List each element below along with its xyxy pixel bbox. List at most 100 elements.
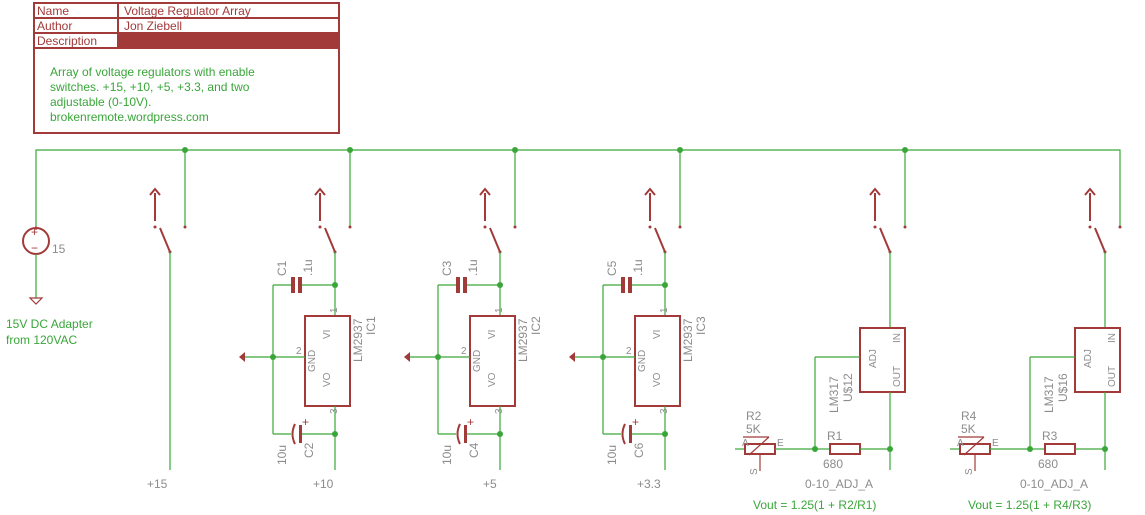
capacitor-value: .1u xyxy=(466,259,480,276)
formula-note: Vout = 1.25(1 + R4/R3) xyxy=(968,498,1091,512)
switch-contact xyxy=(1118,225,1122,229)
enable-switch-lever xyxy=(879,227,891,253)
capacitor-plus: + xyxy=(632,415,639,429)
pin-number: 3 xyxy=(659,408,670,414)
resistor-value: 680 xyxy=(823,457,843,471)
regulator-value: LM2937 xyxy=(351,318,365,362)
potentiometer-arrow xyxy=(748,436,770,456)
source-note: from 120VAC xyxy=(6,333,77,347)
capacitor-value: .1u xyxy=(631,259,645,276)
capacitor-plate xyxy=(456,277,460,293)
regulator-name: IC1 xyxy=(364,316,378,335)
dc-source: + − 15 15V DC Adapter from 120VAC xyxy=(6,225,93,347)
enable-switch-arrow xyxy=(314,187,326,196)
pin-label-e: E xyxy=(777,438,784,449)
rail-label: 0-10_ADJ_A xyxy=(1020,477,1088,491)
switch-contact xyxy=(483,225,487,229)
potentiometer-value: 5K xyxy=(961,422,976,436)
regulator-body xyxy=(859,327,906,393)
pin-label-gnd: GND xyxy=(307,350,318,372)
supply-rail xyxy=(35,147,1121,227)
pin-number: 3 xyxy=(494,408,505,414)
pin-label-s: S xyxy=(964,468,975,475)
regulator-value: LM2937 xyxy=(516,318,530,362)
regulator-name: U$12 xyxy=(841,373,855,402)
pin-number: 3 xyxy=(329,408,340,414)
enable-switch-arrow xyxy=(1084,187,1096,196)
enable-switch-arrow xyxy=(869,187,881,196)
pin-label-a: A xyxy=(957,438,964,449)
switch-contact xyxy=(348,225,352,229)
capacitor-plate xyxy=(621,277,625,293)
regulator-name: IC3 xyxy=(694,316,708,335)
resistor-name: R3 xyxy=(1042,429,1058,443)
pin-number: 1 xyxy=(329,307,340,313)
switch-contact xyxy=(903,225,907,229)
ground-symbol xyxy=(28,297,44,305)
ground-symbol xyxy=(569,352,575,362)
pin-number: 2 xyxy=(296,346,302,357)
pin-label-adj: ADJ xyxy=(1083,349,1094,368)
capacitor-value: 10u xyxy=(605,445,619,465)
switch-contact xyxy=(648,225,652,229)
capacitor-name: C4 xyxy=(467,442,481,458)
regulator-body xyxy=(1074,327,1121,393)
potentiometer-name: R4 xyxy=(961,409,977,423)
capacitor-value: 10u xyxy=(440,445,454,465)
capacitor-plate xyxy=(621,423,626,445)
pin-number: 2 xyxy=(461,346,467,357)
enable-switch-lever xyxy=(1094,227,1106,253)
junction-dot xyxy=(347,147,353,153)
description-line: Array of voltage regulators with enable xyxy=(50,65,255,79)
pin-label-a: A xyxy=(742,438,749,449)
enable-switch-arrow xyxy=(644,187,656,196)
enable-switch-lever xyxy=(489,227,501,253)
formula-note: Vout = 1.25(1 + R2/R1) xyxy=(753,498,876,512)
capacitor-name: C3 xyxy=(440,260,454,276)
pin-label-gnd: GND xyxy=(637,350,648,372)
name-value: Voltage Regulator Array xyxy=(124,4,251,18)
junction-dot xyxy=(512,147,518,153)
source-value: 15 xyxy=(52,242,66,256)
source-plus: + xyxy=(31,225,38,239)
capacitor-plate xyxy=(464,425,467,443)
capacitor-plate xyxy=(629,425,632,443)
capacitor-plate xyxy=(299,425,302,443)
potentiometer-value: 5K xyxy=(746,422,761,436)
description-bar xyxy=(118,33,339,48)
regulator-body xyxy=(634,315,681,407)
switch-contact xyxy=(873,225,877,229)
rail-label: 0-10_ADJ_A xyxy=(805,477,873,491)
enable-switch-lever xyxy=(654,227,666,253)
description-line: brokenremote.wordpress.com xyxy=(50,110,209,124)
junction-dot xyxy=(677,147,683,153)
capacitor-plate xyxy=(628,277,632,293)
potentiometer-arrow xyxy=(963,436,985,456)
pin-number: 2 xyxy=(626,346,632,357)
source-note: 15V DC Adapter xyxy=(6,317,93,331)
capacitor-plus: + xyxy=(467,415,474,429)
resistor-value: 680 xyxy=(1038,457,1058,471)
regulator-name: U$16 xyxy=(1056,373,1070,402)
description-label: Description xyxy=(37,34,97,48)
pin-label-out: OUT xyxy=(1107,366,1118,387)
pin-label-in: IN xyxy=(1107,333,1118,343)
rail-label-15: +15 xyxy=(147,477,168,491)
pin-label-gnd: GND xyxy=(472,350,483,372)
junction-dot xyxy=(902,147,908,153)
capacitor-name: C5 xyxy=(605,260,619,276)
capacitor-name: C6 xyxy=(632,442,646,458)
rail-label: +5 xyxy=(483,477,497,491)
rail-label: +3.3 xyxy=(637,477,661,491)
pin-label-vo: VO xyxy=(322,372,333,387)
branch-15: +15 xyxy=(147,187,187,491)
regulator-value: LM2937 xyxy=(681,318,695,362)
capacitor-plate xyxy=(456,423,461,445)
pin-label-e: E xyxy=(992,438,999,449)
switch-contact xyxy=(1088,225,1092,229)
